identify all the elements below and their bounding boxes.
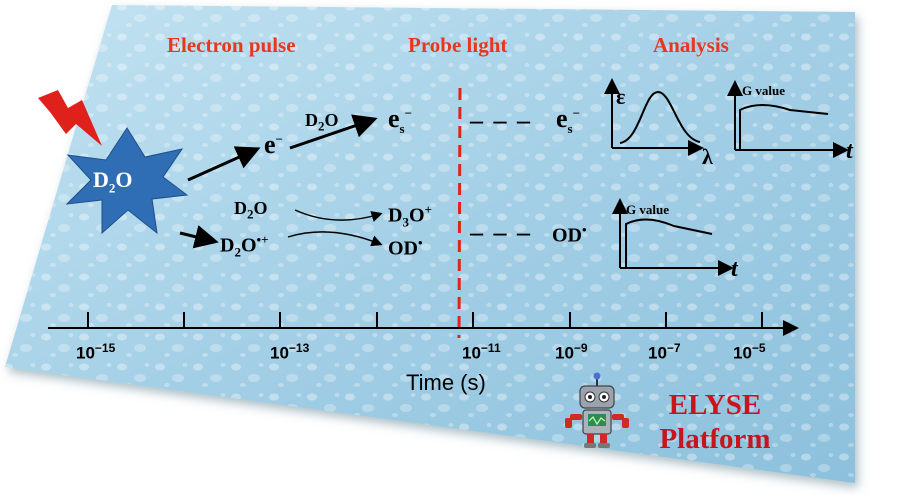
kinetics-top-title: G value [742,83,785,98]
probe-dashed-line [457,87,462,339]
kinetics-bottom-x-label: t [731,256,738,282]
dashes-top: – – – [470,106,532,135]
platform-line2: Platform [659,423,771,455]
time-axis [48,312,799,336]
starburst-icon [65,127,189,235]
probed-od-label: OD• [552,222,587,247]
dashes-bottom: – – – [470,218,532,247]
tick-label: 10−5 [733,341,766,363]
stage-header-probe-light: Probe light [408,33,508,57]
d3o-label: D3O+ [388,202,432,230]
spectrum-y-label: ε [616,84,626,109]
od-radical-label: OD• [388,235,423,260]
spectrum-plot [604,78,704,156]
d2o-reactant-label: D2O [234,198,268,222]
electron-label: e− [264,130,283,159]
tick-label: 10−9 [555,341,588,363]
solvated-electron-label: es− [388,104,413,137]
probed-electron-label: es− [556,104,581,137]
arrow-label-d2o: D2O [305,110,339,134]
robot-icon [565,372,629,448]
stage-header-analysis: Analysis [653,33,729,57]
tick-label: 10−15 [76,341,116,363]
tick-label: 10−13 [270,341,310,363]
source-d2o-label: D2O [93,167,133,196]
tick-label: 10−11 [462,341,501,363]
lightning-icon [38,90,102,146]
spectrum-x-label: λ [702,144,713,169]
kinetics-top-x-label: t [846,138,853,164]
kinetics-plot-top [727,80,849,158]
kinetics-bottom-title: G value [626,202,669,217]
d2o-cation-label: D2O•+ [220,232,269,260]
tick-label: 10−7 [648,341,681,363]
platform-label: ELYSE Platform [640,388,790,456]
time-axis-label: Time (s) [406,370,486,395]
platform-line1: ELYSE [668,389,762,421]
kinetics-plot-bottom [612,198,734,276]
stage-header-electron-pulse: Electron pulse [167,33,296,57]
